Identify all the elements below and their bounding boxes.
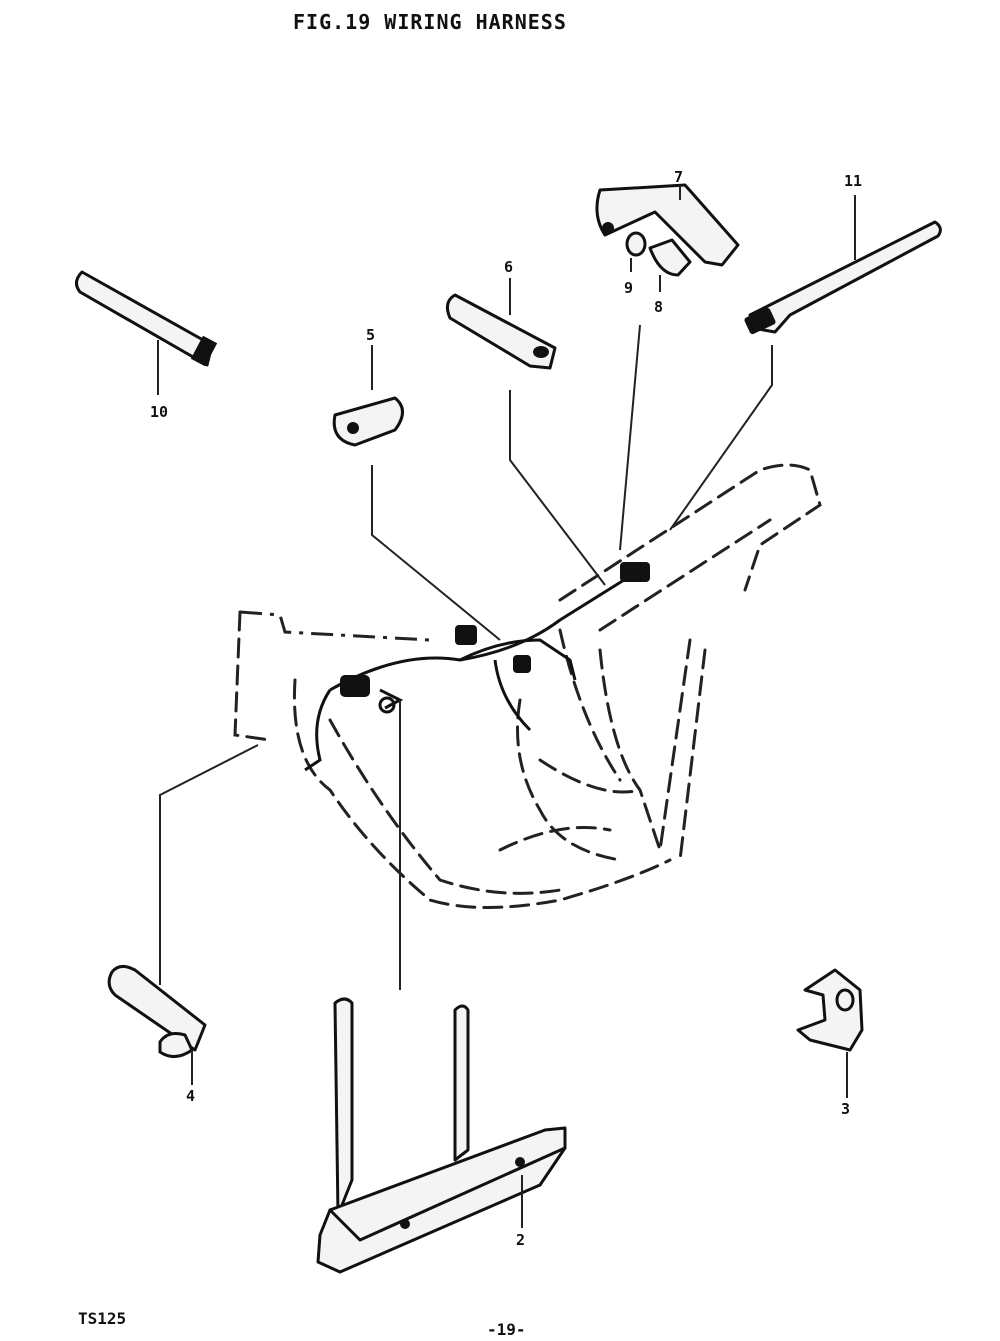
part-11-cable-tie: 11 — [744, 172, 942, 335]
leader-lines — [159, 324, 773, 990]
wiring-harness — [304, 562, 650, 772]
part-7-bracket: 7 — [595, 168, 740, 267]
label-2: 2 — [516, 1231, 525, 1249]
part-4-clamp: 4 — [107, 965, 207, 1105]
part-3-bracket: 3 — [796, 968, 864, 1118]
part-10-clamp: 10 — [75, 270, 218, 421]
label-4: 4 — [186, 1087, 195, 1105]
label-5: 5 — [366, 326, 375, 344]
label-11: 11 — [844, 172, 862, 190]
connector-block-left — [340, 675, 370, 697]
label-6: 6 — [504, 258, 513, 276]
frame-outline — [233, 463, 822, 909]
harness-clamp — [378, 696, 396, 714]
label-7: 7 — [674, 168, 683, 186]
model-code: TS125 — [78, 1309, 126, 1328]
label-9: 9 — [624, 279, 633, 297]
label-8: 8 — [654, 298, 663, 316]
label-3: 3 — [841, 1100, 850, 1118]
part-9-washer: 9 — [624, 231, 647, 297]
connector-block-right — [620, 562, 650, 582]
connector-block-mid — [513, 655, 531, 673]
label-10: 10 — [150, 403, 168, 421]
part-6-clamp: 6 — [445, 258, 557, 370]
page-number: -19- — [487, 1320, 526, 1339]
figure-title: FIG.19 WIRING HARNESS — [293, 10, 567, 34]
part-2-skid-plate: 2 — [316, 997, 567, 1274]
connector-block-center — [455, 625, 477, 645]
part-5-clamp: 5 — [332, 326, 404, 447]
part-8-bolt: 8 — [648, 238, 692, 316]
